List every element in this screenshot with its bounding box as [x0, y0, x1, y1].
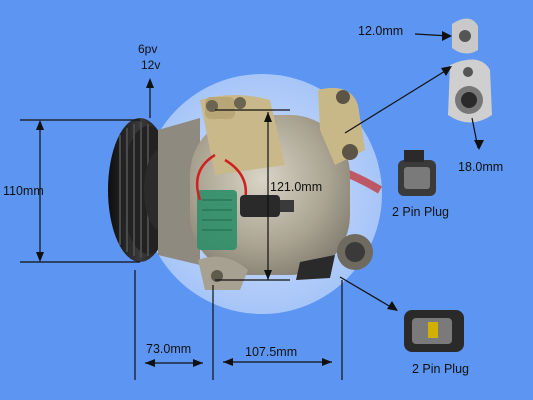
voltage-label: 12v — [141, 58, 161, 72]
upper-plug-label: 2 Pin Plug — [392, 205, 449, 219]
bottom-port-dimension-label: 18.0mm — [458, 160, 504, 174]
mount-span-dimension-label: 107.5mm — [245, 345, 298, 359]
lower-plug-icon — [404, 310, 464, 352]
upper-plug-icon — [398, 150, 436, 196]
dimension-arrows — [36, 31, 484, 367]
length-dimension-label: 121.0mm — [270, 180, 323, 194]
compressor-body — [190, 87, 373, 290]
mount-offset-dimension-label: 73.0mm — [146, 342, 192, 356]
top-port-dimension-label: 12.0mm — [358, 24, 404, 38]
port-fittings — [448, 18, 492, 123]
height-dimension-label: 110mm — [3, 184, 44, 198]
lower-plug-label: 2 Pin Plug — [412, 362, 469, 376]
pulley-groove-label: 6pv — [138, 42, 158, 56]
